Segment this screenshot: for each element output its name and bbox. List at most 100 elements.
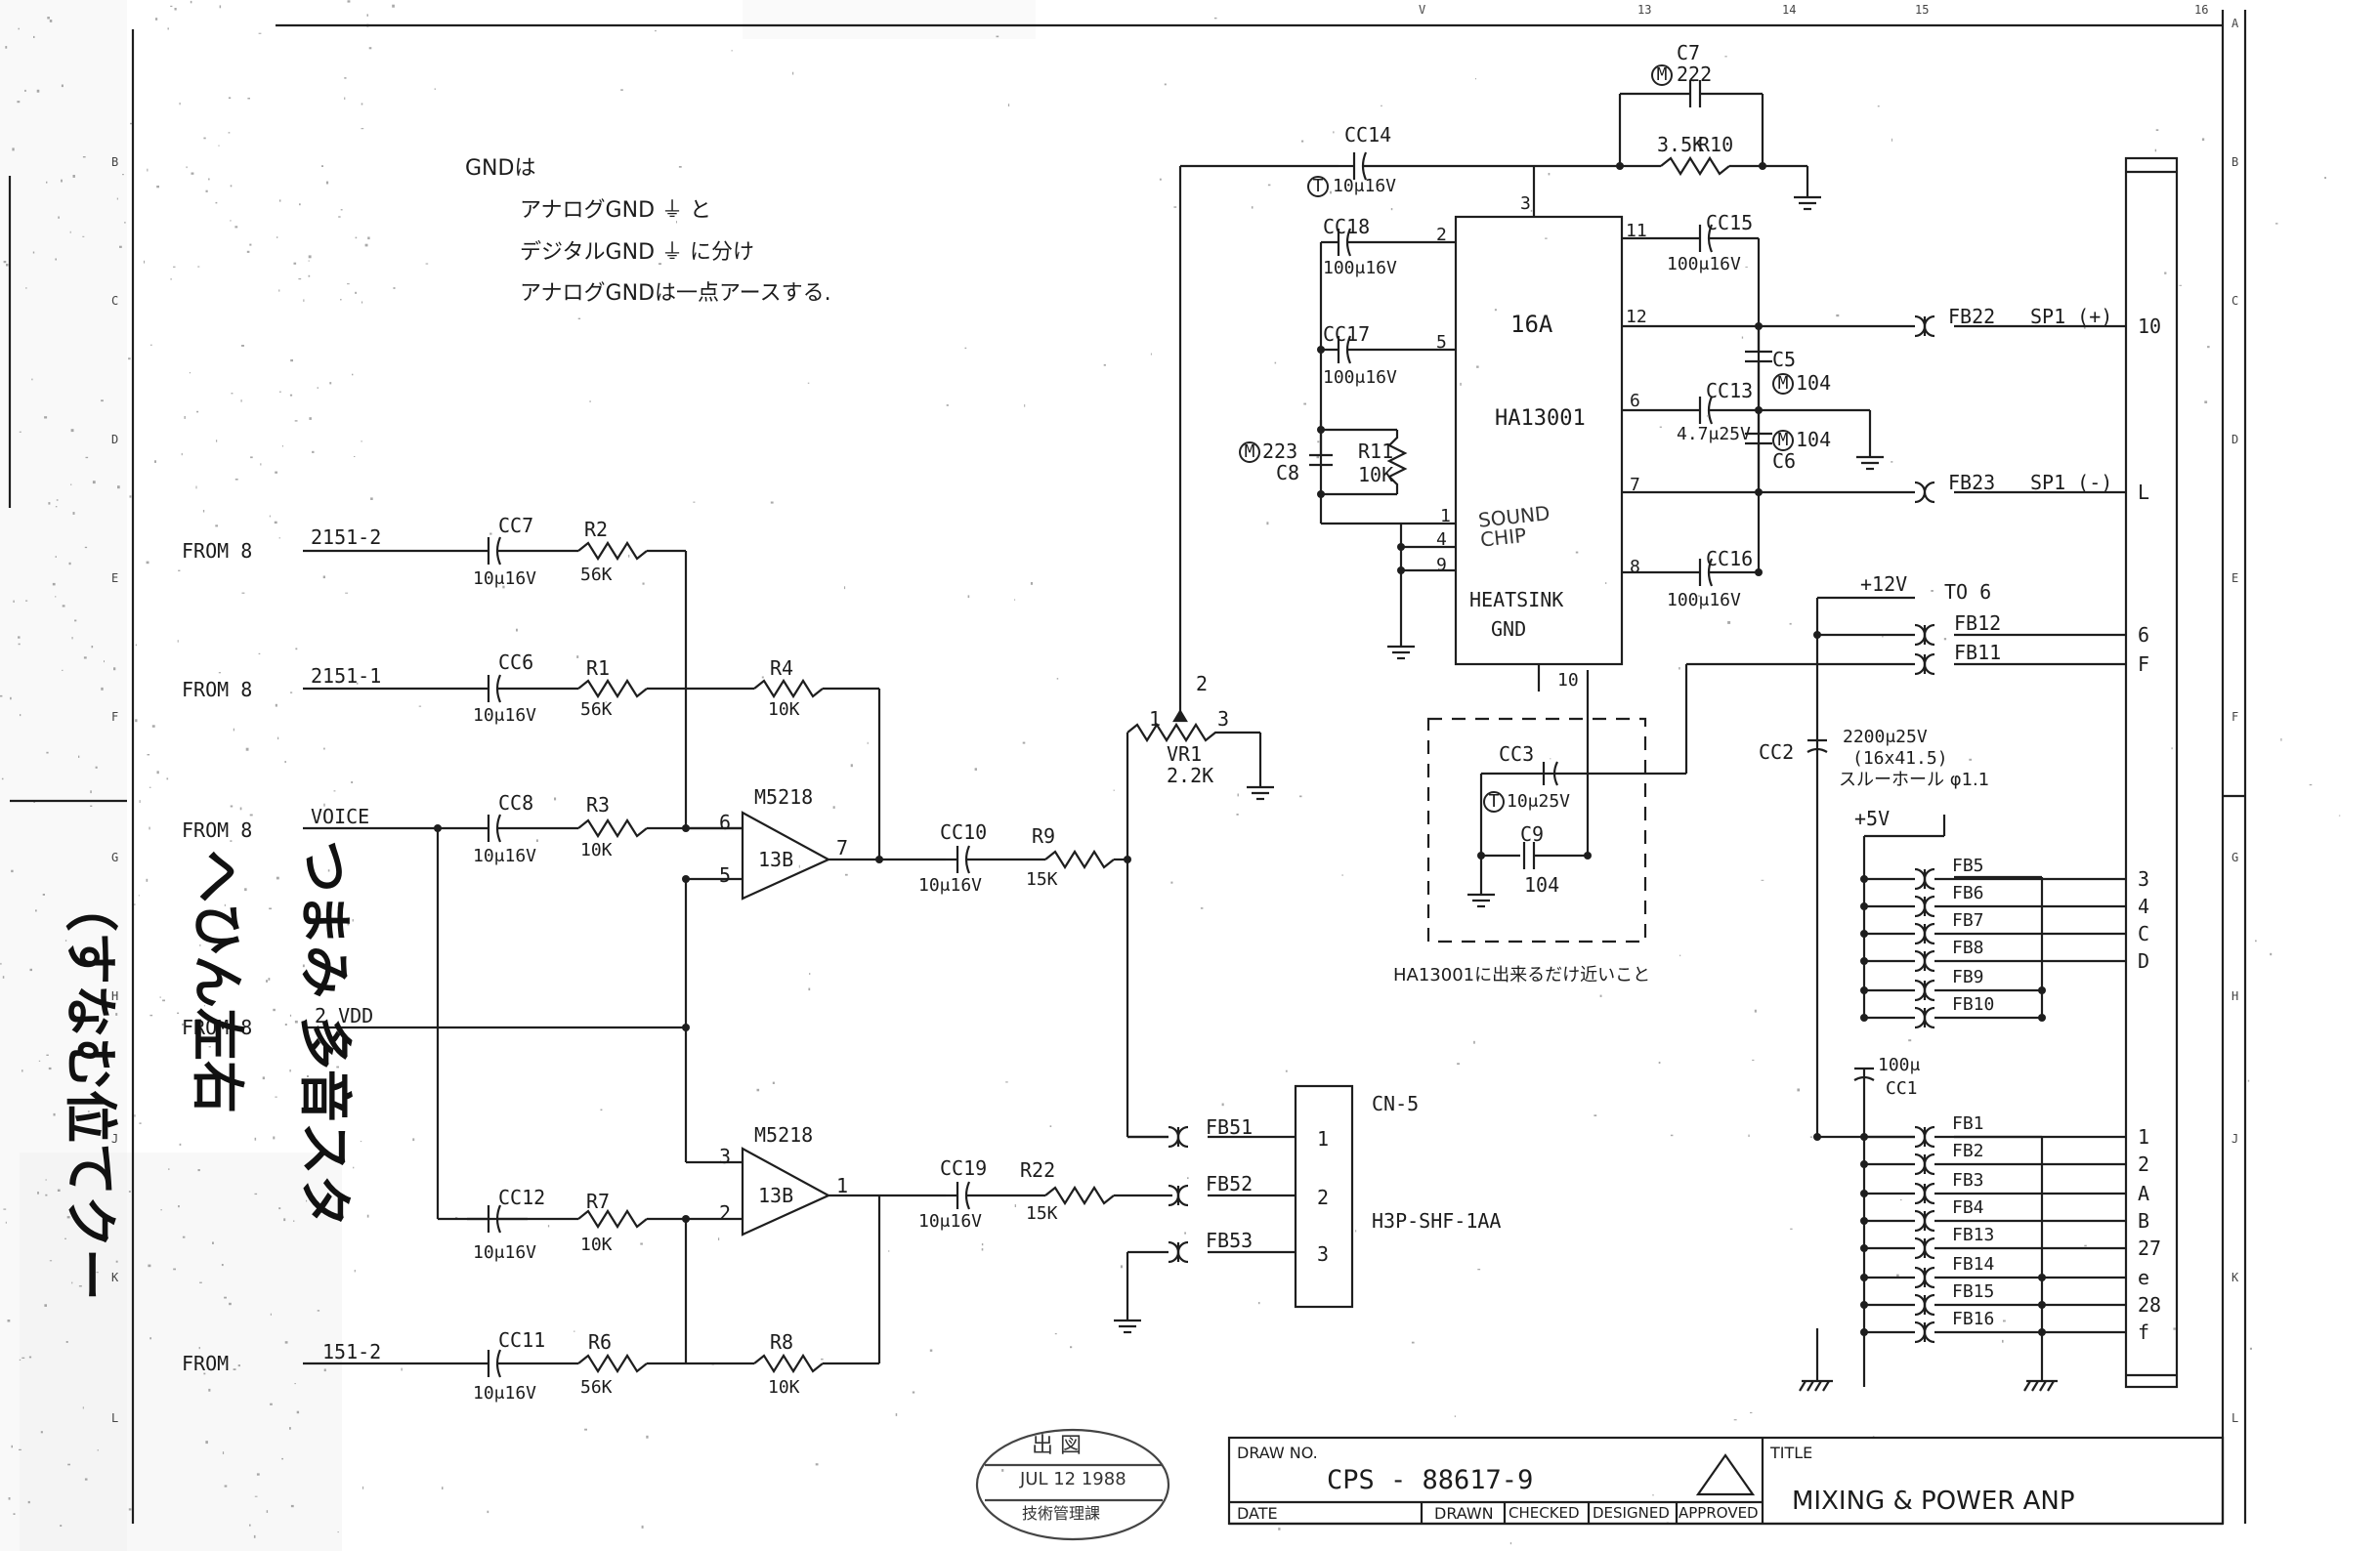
junction-2 <box>682 875 690 883</box>
speckle-87 <box>809 973 811 975</box>
speckle-170 <box>487 1510 489 1514</box>
speckle-422 <box>554 797 557 801</box>
speckle-431 <box>135 719 138 723</box>
junction-24 <box>1860 957 1868 965</box>
connector-pin-5: 4 <box>2138 895 2150 918</box>
speckle-136 <box>1184 1232 1186 1235</box>
opamp1-unit: 13B <box>758 848 794 871</box>
r10-value: 3.5K <box>1657 133 1705 156</box>
speckle-72 <box>95 766 98 769</box>
c6-mark: M <box>1772 430 1794 451</box>
speckle-255 <box>215 201 218 204</box>
speckle-359 <box>281 444 283 447</box>
r6-ref: R6 <box>588 1330 613 1354</box>
speckle-26 <box>0 962 2 965</box>
speckle-208 <box>37 1192 39 1195</box>
speckle-500 <box>1652 1493 1654 1496</box>
speckle-360 <box>1658 1062 1661 1065</box>
input-signal-5: 151-2 <box>322 1340 382 1363</box>
speckle-168 <box>82 235 85 237</box>
speckle-175 <box>821 1358 824 1361</box>
cc17-value: 100μ16V <box>1323 367 1397 388</box>
fb51-label: FB51 <box>1206 1115 1254 1139</box>
speckle-219 <box>1390 208 1393 211</box>
speckle-424 <box>1285 1069 1288 1072</box>
ferrite-group-b <box>1864 623 2126 1344</box>
ic-pin10: 10 <box>1557 670 1579 691</box>
speckle-425 <box>72 175 75 178</box>
dgnd-right-hatch-2 <box>2039 1380 2047 1392</box>
cn5-part: H3P-SHF-1AA <box>1372 1209 1502 1233</box>
speckle-149 <box>641 1525 644 1529</box>
speckle-59 <box>1054 1333 1057 1335</box>
speckle-315 <box>97 1449 99 1451</box>
input-from-2: FROM 8 <box>182 678 253 701</box>
speckle-316 <box>290 358 293 362</box>
dgnd-left-hatch-0 <box>1799 1380 1806 1392</box>
speckle-275 <box>344 97 346 100</box>
input-capacitors <box>467 536 1006 1378</box>
speckle-22 <box>308 260 310 262</box>
speckle-199 <box>241 345 244 347</box>
speckle-164 <box>2084 1244 2087 1247</box>
opamp1-pin6: 6 <box>719 811 732 834</box>
ic-left-passives <box>1309 228 1456 631</box>
speckle-501 <box>46 1054 49 1056</box>
speckle-43 <box>308 274 311 277</box>
junction-11 <box>1397 566 1405 574</box>
speckle-452 <box>29 968 32 972</box>
speckle-92 <box>18 27 20 30</box>
speckle-304 <box>678 166 682 168</box>
c5-value: 104 <box>1796 371 1832 395</box>
speckle-86 <box>293 262 297 265</box>
speckle-60 <box>807 382 810 384</box>
speckle-61 <box>128 1508 132 1511</box>
speckle-396 <box>2083 326 2086 329</box>
speckle-330 <box>967 595 970 599</box>
ic-right-outputs <box>1622 224 2126 587</box>
checked-label: CHECKED <box>1509 1504 1580 1522</box>
speckle-474 <box>584 1428 587 1431</box>
junction-13 <box>1755 406 1763 414</box>
cc8-ref: CC8 <box>498 791 534 815</box>
speckle-156 <box>2201 138 2205 142</box>
dgnd-left-hatch-1 <box>1806 1380 1814 1392</box>
speckle-54 <box>1659 426 1662 428</box>
speckle-484 <box>45 1179 47 1181</box>
speckle-377 <box>84 1478 88 1481</box>
speckle-17 <box>254 1137 257 1141</box>
speckle-179 <box>155 18 158 21</box>
speckle-272 <box>78 755 80 758</box>
speckle-260 <box>325 181 329 185</box>
speckle-375 <box>1605 582 1607 584</box>
speckle-159 <box>1007 104 1010 106</box>
speckle-25 <box>85 456 89 459</box>
border-row-left-0: B <box>111 155 119 169</box>
speckle-63 <box>90 805 93 807</box>
speckle-201 <box>1113 789 1115 791</box>
cc2-ref: CC2 <box>1759 740 1795 764</box>
speckle-102 <box>489 532 492 535</box>
speckle-137 <box>312 450 315 453</box>
ic-pin11: 11 <box>1626 221 1647 241</box>
speckle-399 <box>71 1206 74 1210</box>
speckle-512 <box>173 1268 176 1271</box>
junction-37 <box>2038 1274 2046 1281</box>
speckle-240 <box>1891 138 1892 142</box>
speckle-171 <box>1258 1302 1260 1305</box>
speckle-39 <box>1545 237 1548 239</box>
stamp-top: 出 図 <box>1032 1434 1082 1458</box>
speckle-106 <box>55 556 57 558</box>
speckle-144 <box>230 840 233 842</box>
fb12-label: FB12 <box>1954 611 2002 635</box>
r7-ref: R7 <box>586 1190 611 1213</box>
speckle-2 <box>289 1014 292 1017</box>
speckle-176 <box>1733 1419 1737 1421</box>
speckle-513 <box>412 1138 415 1142</box>
speckle-414 <box>317 1310 320 1312</box>
speckle-351 <box>844 586 846 590</box>
speckle-461 <box>1301 140 1304 143</box>
speckle-518 <box>276 876 279 880</box>
speckle-417 <box>147 754 150 756</box>
speckle-56 <box>1330 190 1332 194</box>
